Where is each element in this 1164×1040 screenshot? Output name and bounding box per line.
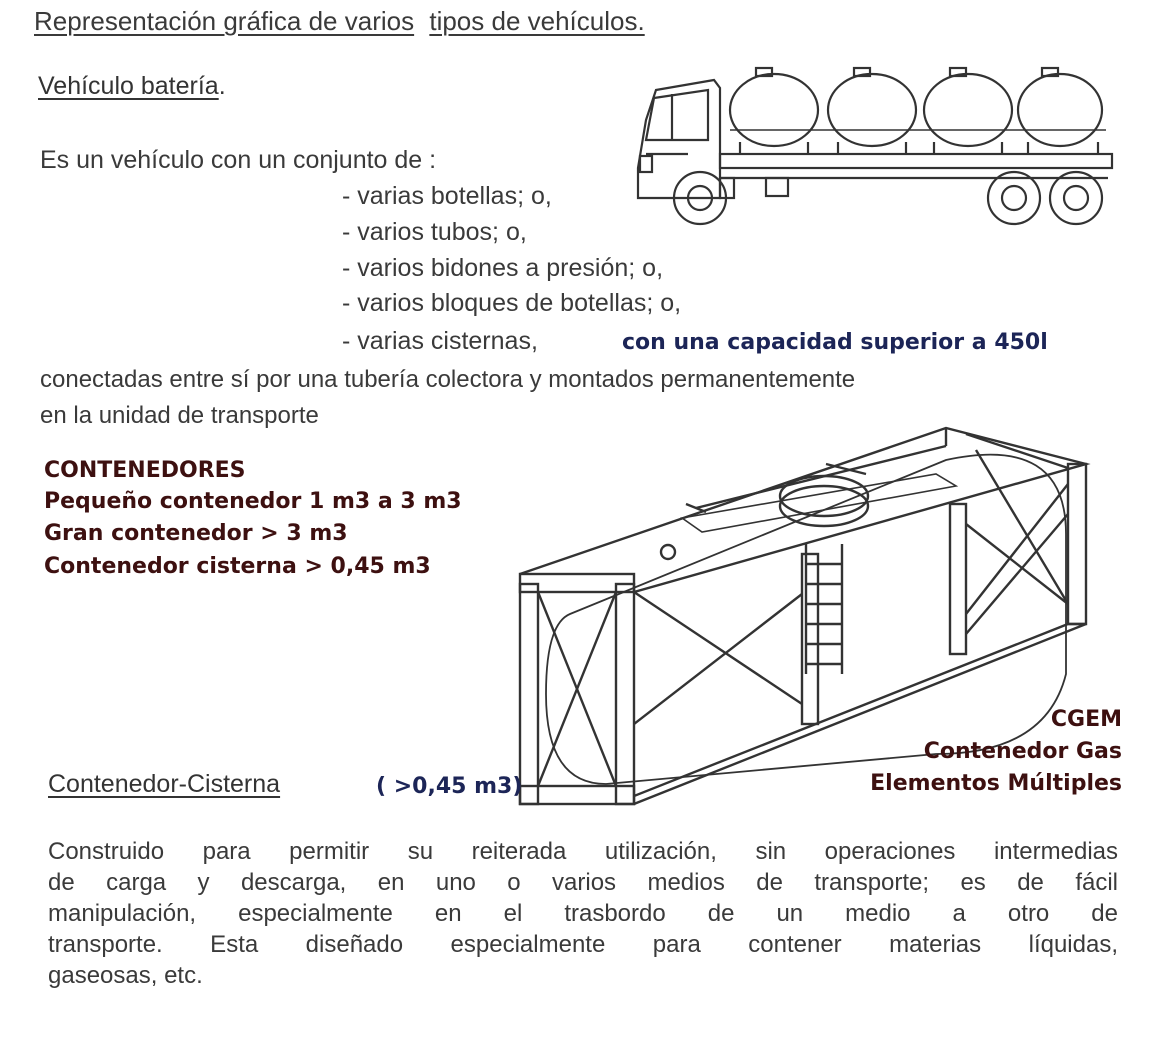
battery-intro: Es un vehículo con un conjunto de : [40, 146, 437, 174]
tank-container-description-line: Construido para permitir su reiterada ut… [48, 838, 1118, 865]
page-title-part1: Representación gráfica de varios [34, 6, 415, 36]
battery-item-tanks: - varias cisternas, [342, 327, 538, 355]
tank-container-description-line: transporte. Esta diseñado especialmente … [48, 931, 1118, 958]
battery-item-bundles: - varios bloques de botellas; o, [342, 289, 682, 317]
tank-container-description: Construido para permitir su reiterada ut… [48, 836, 1118, 991]
battery-truck-illustration [636, 66, 1114, 226]
tank-container-heading-text: Contenedor-Cisterna [48, 770, 281, 798]
battery-vehicle-heading: Vehículo batería. [38, 72, 226, 101]
containers-large: Gran contenedor > 3 m3 [44, 521, 348, 546]
battery-capacity-note: con una capacidad superior a 450l [622, 330, 1048, 355]
page-title-part2: tipos de vehículos. [429, 6, 645, 36]
battery-vehicle-heading-suffix: . [218, 72, 226, 100]
cgem-line1: CGEM [1050, 707, 1122, 732]
cgem-line3: Elementos Múltiples [870, 771, 1122, 796]
tank-container-description-line: gaseosas, etc. [48, 962, 203, 989]
containers-heading: CONTENEDORES [44, 458, 246, 483]
cgem-line2: Contenedor Gas [923, 739, 1122, 764]
tank-container-illustration [518, 426, 1091, 806]
battery-vehicle-heading-text: Vehículo batería [38, 72, 219, 100]
tank-container-heading: Contenedor-Cisterna [48, 770, 280, 799]
tank-container-capacity-note: ( >0,45 m3) [376, 774, 523, 799]
battery-item-tubes: - varios tubos; o, [342, 218, 527, 246]
battery-item-bottles: - varias botellas; o, [342, 182, 552, 210]
page-title: Representación gráfica de varios tipos d… [34, 6, 645, 37]
tank-container-description-line: de carga y descarga, en uno o varios med… [48, 869, 1118, 896]
containers-tank: Contenedor cisterna > 0,45 m3 [44, 554, 431, 579]
battery-closing-line2: en la unidad de transporte [40, 402, 319, 429]
tank-container-description-line: manipulación, especialmente en el trasbo… [48, 900, 1118, 927]
containers-small: Pequeño contenedor 1 m3 a 3 m3 [44, 489, 462, 514]
battery-closing-line1: conectadas entre sí por una tubería cole… [40, 366, 856, 393]
battery-item-drums: - varios bidones a presión; o, [342, 254, 664, 282]
